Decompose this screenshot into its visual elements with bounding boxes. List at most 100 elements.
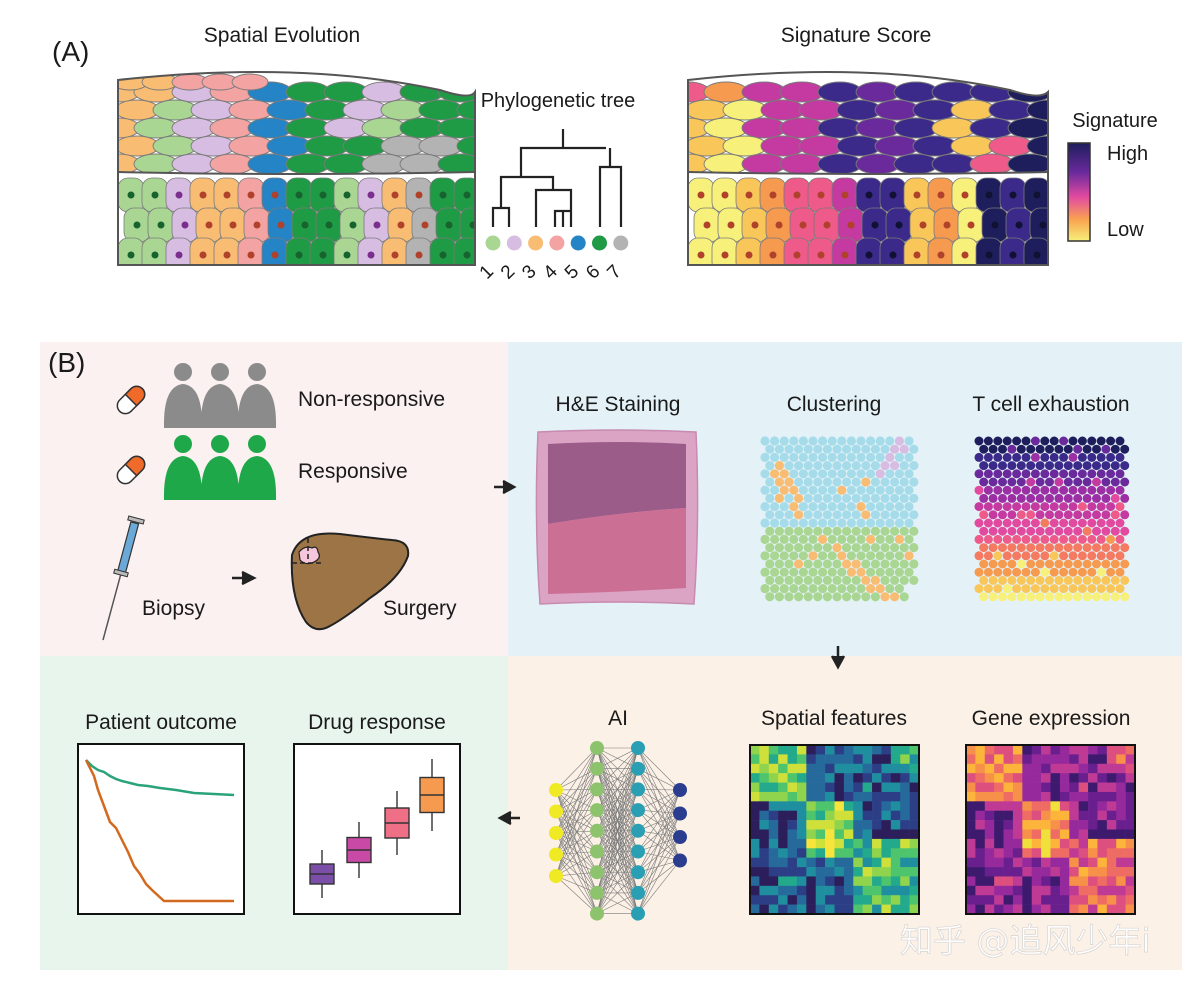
heatmap-cell [815, 773, 826, 783]
nn-node [631, 844, 645, 859]
heatmap-cell [909, 895, 920, 905]
heatmap-cell [834, 791, 845, 802]
heatmap-cell [778, 895, 788, 905]
spot [846, 485, 857, 495]
spot [880, 444, 890, 454]
spot [822, 526, 833, 536]
heatmap-cell [815, 745, 826, 755]
heatmap-cell [1069, 745, 1079, 755]
cell-nucleus [799, 221, 807, 229]
tissue-cell [760, 135, 806, 157]
heatmap-cell [994, 838, 1004, 849]
heatmap-cell [825, 782, 835, 793]
heatmap-cell [815, 820, 826, 830]
spot [890, 592, 900, 602]
spot [1059, 518, 1069, 528]
arrow-to-spatial [494, 479, 517, 495]
cell-nucleus [301, 221, 309, 229]
spot [894, 584, 905, 594]
heatmap-cell [1003, 904, 1014, 915]
tissue-cell [152, 99, 198, 121]
heatmap-cell [984, 876, 995, 887]
spot [1073, 526, 1083, 536]
cell-nucleus [253, 221, 261, 229]
spot [998, 510, 1007, 520]
heatmap-cell [881, 857, 892, 868]
heatmap-cell [1041, 810, 1051, 821]
tissue-cell [893, 153, 939, 174]
spot [1092, 543, 1101, 553]
spot [979, 510, 989, 520]
heatmap-cell [994, 782, 1004, 793]
heatmap-cell [966, 754, 976, 765]
heatmap-cell [1116, 857, 1126, 868]
spot [885, 551, 895, 561]
heatmap-cell [1003, 876, 1014, 887]
spot [851, 559, 861, 569]
heatmap-cell [1022, 857, 1033, 868]
heatmap-cell [1031, 829, 1042, 840]
tissue-cell [456, 135, 475, 157]
spot [979, 477, 989, 487]
spot [983, 518, 993, 528]
spot [974, 584, 984, 594]
tissue-cell [703, 153, 749, 174]
spot [1101, 493, 1111, 503]
heatmap-cell [909, 763, 920, 774]
tissue-cell [703, 117, 749, 139]
heatmap-cell [825, 876, 835, 887]
spot [808, 452, 818, 462]
heatmap-cell [843, 829, 854, 840]
heatmap-cell [975, 885, 986, 896]
spot [1110, 477, 1120, 487]
heatmap-cell [768, 895, 779, 905]
cell-nucleus [943, 221, 951, 229]
spot [770, 534, 780, 545]
heatmap-cell [778, 763, 788, 774]
heatmap-cell [843, 848, 854, 858]
spot [770, 584, 780, 594]
heatmap-cell [900, 791, 910, 802]
spot [803, 493, 813, 503]
heatmap-cell [890, 838, 901, 849]
heatmap-cell [1088, 745, 1098, 755]
spot [1110, 510, 1120, 520]
spot [784, 493, 794, 503]
spot [837, 518, 847, 528]
spot [1073, 477, 1083, 487]
heatmap-cell [1078, 876, 1089, 887]
heatmap-cell [1125, 848, 1136, 858]
cell-nucleus [391, 191, 399, 199]
spot [1016, 461, 1026, 471]
spot [789, 436, 799, 446]
heatmap-cell [806, 763, 817, 774]
heatmap-cell [881, 848, 892, 858]
heatmap-cell [872, 895, 882, 905]
spot [1016, 575, 1026, 585]
heatmap-cell [1078, 801, 1089, 812]
heatmap-cell [825, 820, 835, 830]
spot [894, 567, 905, 577]
spot [890, 559, 900, 569]
heatmap-cell [975, 820, 986, 830]
spot [1077, 469, 1087, 479]
heatmap-cell [750, 801, 760, 812]
nn-node [631, 906, 645, 921]
tissue-cell [855, 81, 901, 103]
spot [822, 592, 833, 602]
spot [1106, 436, 1116, 446]
spot [837, 584, 847, 594]
spot [818, 452, 828, 462]
spot [851, 510, 861, 520]
heatmap-cell [1022, 745, 1033, 755]
nn-node [590, 761, 604, 776]
spot [1082, 543, 1092, 553]
heatmap-cell [750, 829, 760, 840]
heatmap-cell [1031, 754, 1042, 765]
spot [1087, 485, 1097, 495]
heatmap-cell [1088, 904, 1098, 915]
spot [1059, 551, 1069, 561]
heatmap-cell [759, 838, 770, 849]
heatmap-cell [1041, 773, 1051, 783]
heatmap-cell [966, 867, 976, 877]
